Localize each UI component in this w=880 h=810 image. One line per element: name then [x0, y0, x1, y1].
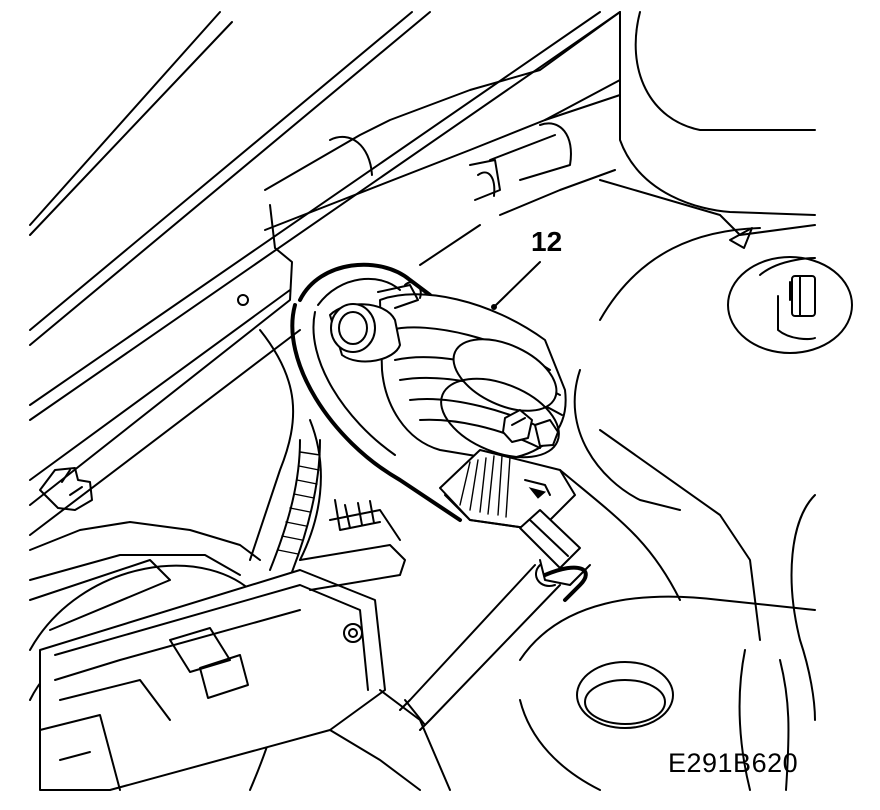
callout-label-12: 12 — [531, 226, 563, 257]
electrical-connector — [439, 449, 581, 569]
strut-tower — [559, 11, 853, 641]
inner-wing — [519, 494, 816, 791]
callout-leader-12 — [491, 261, 541, 310]
bolt-pair — [502, 409, 559, 447]
intake-housing — [29, 499, 451, 791]
wiring-harness — [399, 559, 591, 731]
left-bracket — [29, 329, 322, 581]
valve-assembly-12 — [290, 262, 591, 731]
scuttle-panel — [29, 11, 621, 536]
corrugated-hose — [269, 439, 321, 573]
cowl-tube — [264, 11, 621, 266]
figure-id-label: E291B620 — [668, 748, 799, 778]
